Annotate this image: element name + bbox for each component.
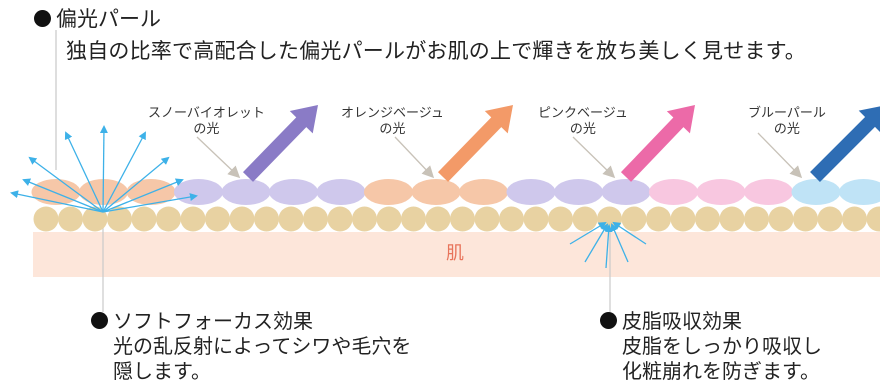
soft-focus-line-1: 光の乱反射によってシワや毛穴を xyxy=(113,334,412,358)
pearl xyxy=(554,179,603,205)
bead xyxy=(33,206,59,232)
bead xyxy=(670,206,696,232)
bead xyxy=(646,206,671,232)
bead xyxy=(327,206,353,232)
bead xyxy=(107,206,132,232)
sebum-line-1: 皮脂をしっかり吸収し xyxy=(622,334,822,358)
pearl xyxy=(791,179,841,205)
pearl-layer xyxy=(31,179,880,205)
bead xyxy=(254,206,279,232)
bead xyxy=(131,206,157,232)
bead xyxy=(156,206,181,232)
bead xyxy=(523,206,549,232)
bead xyxy=(817,206,843,232)
bead xyxy=(768,206,794,232)
soft-focus-title: ソフトフォーカス効果 xyxy=(91,309,411,334)
bead xyxy=(303,206,328,232)
pearl xyxy=(269,179,318,205)
light-label-pink: ピンクベージュ の光 xyxy=(538,106,628,137)
pearl xyxy=(459,179,508,205)
pearl xyxy=(696,179,746,205)
skin-layer xyxy=(33,232,880,277)
skin-label: 肌 xyxy=(446,243,464,264)
reflected-arrow-orange xyxy=(437,105,513,182)
pearl xyxy=(411,179,461,205)
bead xyxy=(205,206,230,232)
bullet-icon xyxy=(34,10,51,27)
bead xyxy=(229,206,255,232)
soft-focus-effect: ソフトフォーカス効果 光の乱反射によってシワや毛穴を 隠します。 xyxy=(91,309,411,384)
scatter-rays xyxy=(10,125,198,213)
pearl xyxy=(744,179,793,205)
reflected-arrow-pink xyxy=(620,105,695,182)
reflected-arrow-violet xyxy=(242,105,318,182)
sebum-effect: 皮脂吸収効果 皮脂をしっかり吸収し 化粧崩れを防ぎます。 xyxy=(600,309,822,384)
bead xyxy=(352,206,377,232)
bead xyxy=(425,206,451,232)
bead xyxy=(744,206,769,232)
bead xyxy=(474,206,500,232)
bead xyxy=(180,206,206,232)
absorb-rays xyxy=(569,221,647,269)
bead xyxy=(499,206,524,232)
pearl xyxy=(839,179,880,205)
pearl xyxy=(221,179,271,205)
bead xyxy=(450,206,475,232)
bead xyxy=(621,206,647,232)
reflected-arrow-blue xyxy=(810,106,880,182)
pearl xyxy=(601,179,651,205)
bead xyxy=(82,206,108,232)
pearl xyxy=(31,179,81,205)
heading-text: 偏光パール xyxy=(56,7,161,31)
section-description: 独自の比率で高配合した偏光パールがお肌の上で輝きを放ち美しく見せます。 xyxy=(66,39,806,63)
pearl xyxy=(364,179,413,205)
bead xyxy=(548,206,573,232)
soft-focus-line-2: 隠します。 xyxy=(113,359,211,383)
pearl xyxy=(649,179,698,205)
bead xyxy=(842,206,867,232)
light-label-blue: ブルーパール の光 xyxy=(748,106,826,137)
bullet-icon xyxy=(600,312,617,329)
bead-layer xyxy=(33,206,880,232)
bead xyxy=(278,206,304,232)
pearl xyxy=(174,179,223,205)
incoming-light-arrows xyxy=(196,132,803,179)
bead xyxy=(401,206,426,232)
bead xyxy=(793,206,818,232)
light-label-violet: スノーバイオレット の光 xyxy=(148,106,265,137)
bead xyxy=(58,206,83,232)
bead xyxy=(695,206,720,232)
pearl xyxy=(316,179,366,205)
sebum-title: 皮脂吸収効果 xyxy=(600,309,822,334)
sebum-line-2: 化粧崩れを防ぎます。 xyxy=(622,359,820,383)
bullet-icon xyxy=(91,312,108,329)
bead xyxy=(572,206,598,232)
bead xyxy=(719,206,745,232)
bead xyxy=(376,206,402,232)
pearl xyxy=(506,179,556,205)
section-heading: 偏光パール xyxy=(34,6,161,32)
light-label-orange: オレンジベージュ の光 xyxy=(341,106,444,137)
bead xyxy=(866,206,880,232)
